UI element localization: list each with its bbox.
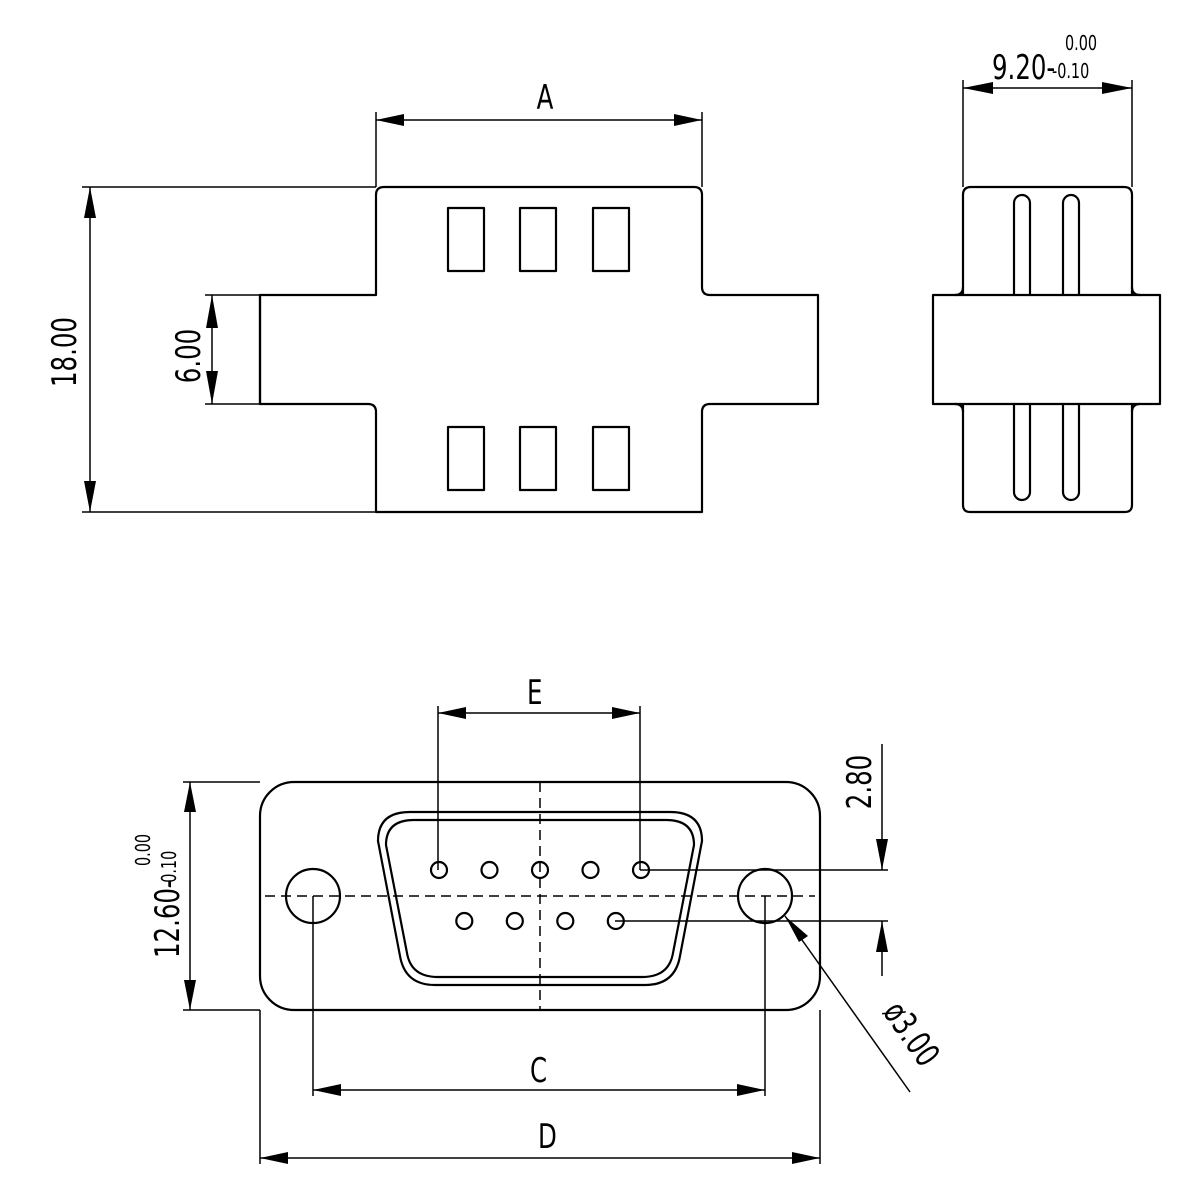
pin-hole	[556, 911, 575, 931]
dimension-height-18-label: 18.00	[45, 317, 85, 387]
bottom-slot	[591, 425, 631, 492]
top-view-outline	[258, 185, 820, 514]
dimension-height-18: 18.00	[45, 186, 376, 513]
top-view: A 18.00 6.00	[45, 78, 820, 514]
dimension-height-12-60: 12.60- 0.00 -0.10	[132, 781, 260, 1011]
pin-hole	[429, 860, 449, 880]
shell-inner	[384, 818, 696, 979]
side-view-flange	[931, 293, 1162, 406]
dimension-a-label: A	[537, 78, 554, 118]
side-view-fillets	[953, 285, 1142, 414]
dimension-d: D	[259, 1010, 821, 1164]
dimension-width-9-20-label: 9.20-	[992, 48, 1055, 88]
side-view-body	[961, 185, 1134, 296]
side-view-groove	[1012, 193, 1032, 502]
dimension-a: A	[375, 78, 703, 187]
bottom-slot	[446, 425, 486, 492]
pin-hole	[505, 911, 524, 931]
dimension-c-label: C	[530, 1051, 547, 1091]
tolerance-lower: -0.10	[1052, 60, 1089, 83]
pin-hole	[480, 860, 499, 880]
front-view: E 2.80 12.60- 0.00 -0.10 ø3.00	[132, 673, 947, 1164]
dimension-c: C	[312, 896, 766, 1096]
top-slot	[446, 206, 486, 273]
top-slot	[591, 206, 631, 273]
dimension-row-offset-label: 2.80	[840, 755, 880, 809]
dimension-e: E	[437, 673, 641, 870]
dimension-hole-diameter: ø3.00	[784, 915, 947, 1093]
tolerance-upper: 0.00	[132, 834, 155, 866]
dimension-hole-diameter-label: ø3.00	[875, 994, 947, 1074]
dimension-flange-6-label: 6.00	[169, 329, 209, 383]
dimension-d-label: D	[538, 1117, 557, 1157]
bottom-slot	[518, 425, 558, 492]
pin-hole	[455, 911, 474, 931]
tolerance-upper: 0.00	[1065, 32, 1097, 55]
dimension-row-offset: 2.80	[615, 744, 888, 976]
top-slot	[518, 206, 558, 273]
shell-outer	[376, 810, 704, 987]
pin-group	[429, 860, 651, 931]
dimension-height-12-60-label: 12.60-	[148, 879, 188, 958]
pin-hole	[581, 860, 600, 880]
tolerance-lower: -0.10	[158, 851, 181, 888]
dimension-e-label: E	[527, 673, 542, 713]
dimension-width-9-20: 9.20- 0.00 -0.10	[962, 32, 1133, 187]
side-view-body-lower	[961, 403, 1134, 514]
side-view-groove	[1061, 193, 1081, 502]
side-view: 9.20- 0.00 -0.10	[931, 32, 1162, 514]
dimension-flange-6: 6.00	[169, 294, 260, 405]
